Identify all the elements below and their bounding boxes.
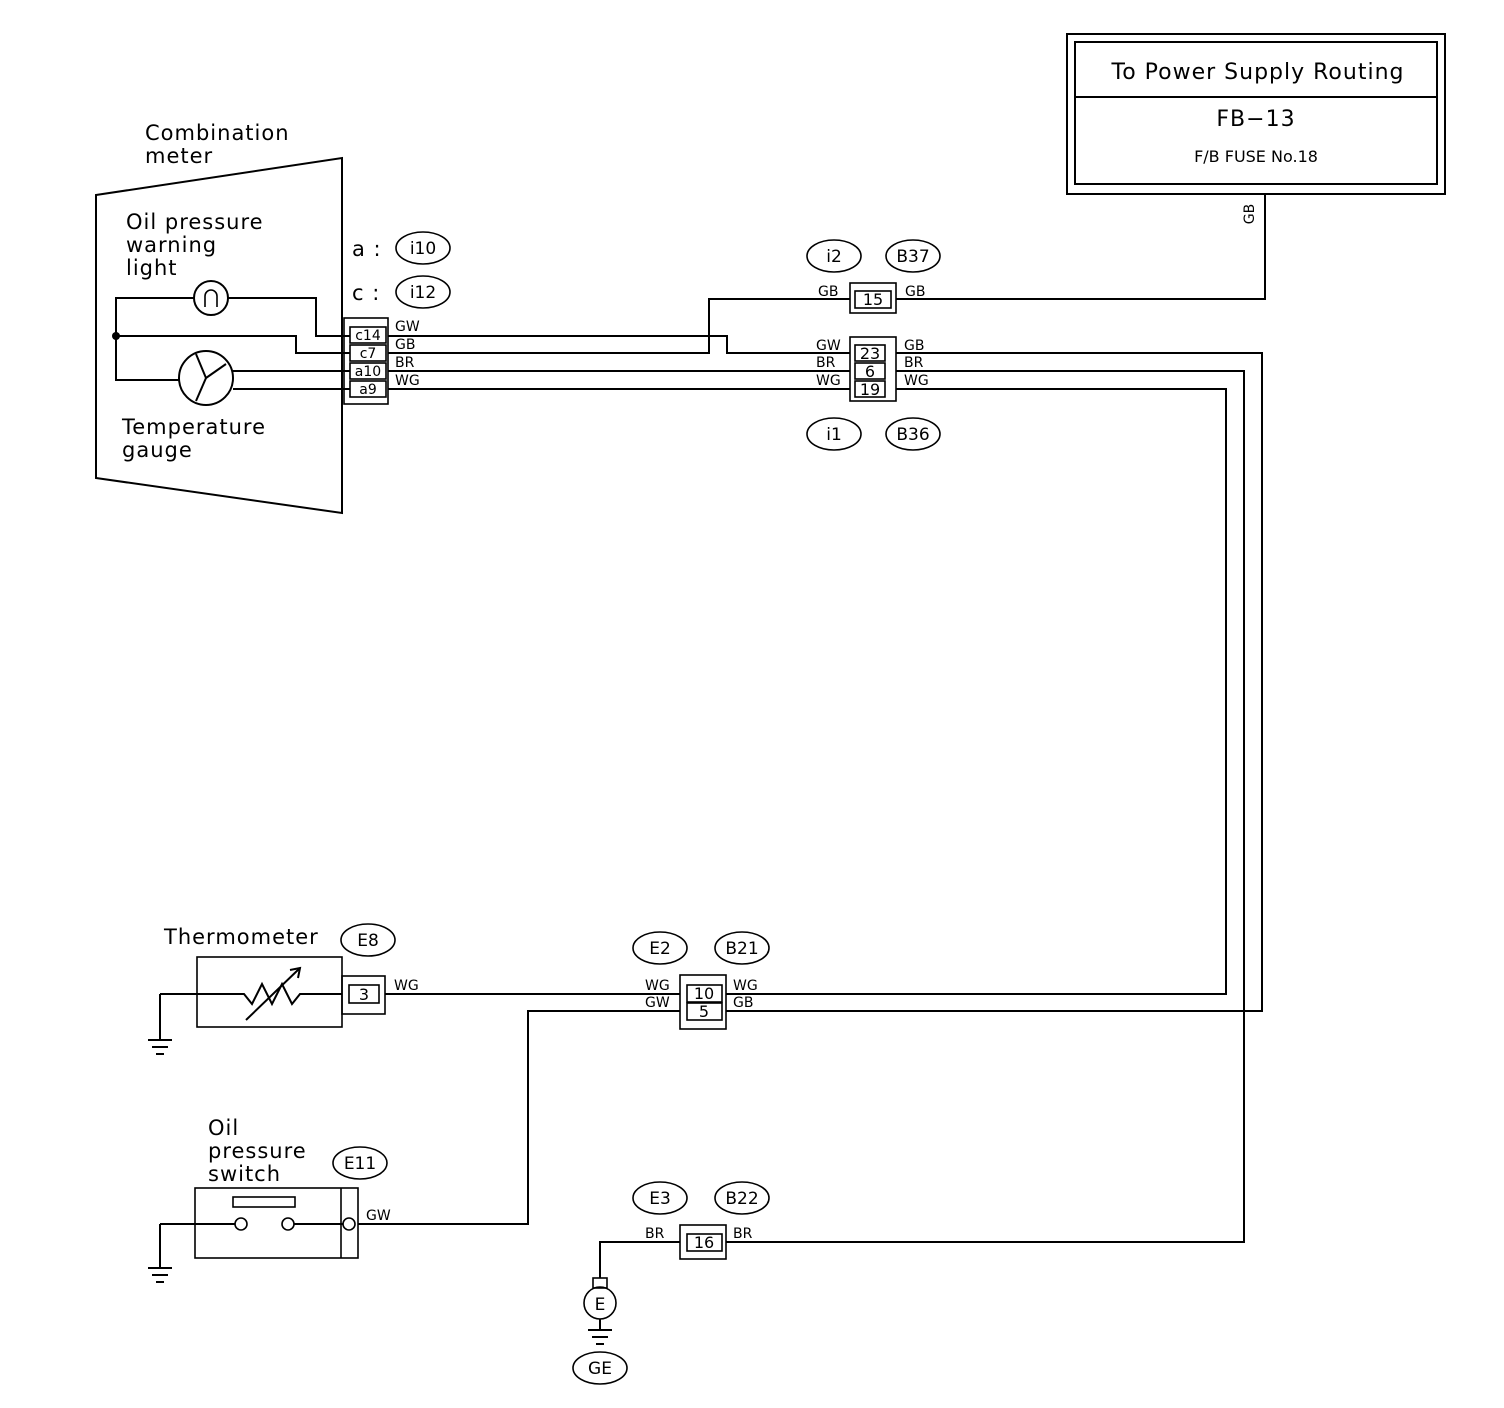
- temp-gauge-label-1: Temperature: [121, 415, 266, 439]
- conn-b36-wire-gb: GB: [904, 338, 924, 354]
- ground-id: GE: [588, 1359, 612, 1379]
- conn-b22-id: B22: [725, 1189, 758, 1209]
- power-box-fuse: F/B FUSE No.18: [1194, 147, 1318, 166]
- wire-harness: [358, 194, 1266, 1243]
- conn-e2-b21-pin-10: 10: [694, 984, 714, 1003]
- power-box-title: To Power Supply Routing: [1111, 60, 1405, 85]
- wire-gb-power: [896, 194, 1266, 300]
- thermometer-wire: WG: [394, 978, 419, 994]
- meter-pin-c7: c7: [360, 346, 377, 362]
- power-supply-box: To Power Supply Routing FB−13 F/B FUSE N…: [1066, 33, 1446, 224]
- meter-wire-gb: GB: [395, 337, 415, 353]
- conn-e2-wire-gw: GW: [645, 995, 670, 1011]
- oil-switch-wire: GW: [366, 1208, 391, 1224]
- conn-a-label: a :: [352, 237, 382, 261]
- meter-pin-a9: a9: [359, 382, 377, 398]
- oil-switch-label-2: pressure: [208, 1139, 307, 1163]
- conn-a-id-badge: i10: [395, 231, 451, 265]
- conn-c-id-badge: i12: [395, 275, 451, 309]
- oil-switch-id: E11: [344, 1154, 376, 1174]
- connector-e2-b21: E2 B21 10 5 WG GW WG GB: [632, 931, 770, 1030]
- conn-c-label: c :: [352, 281, 380, 305]
- conn-b36-wire-br: BR: [904, 355, 924, 371]
- meter-wire-wg: WG: [395, 373, 420, 389]
- connector-e3-b22: E3 B22 16 BR BR: [599, 1181, 770, 1278]
- conn-c-id: i12: [410, 283, 436, 303]
- power-box-wire-label: GB: [1242, 204, 1258, 224]
- wire-gw-meter-to-i1: [388, 335, 850, 354]
- conn-e3-id: E3: [649, 1189, 671, 1209]
- conn-i1-wire-gw: GW: [816, 338, 841, 354]
- conn-e3-b22-pin: 16: [694, 1233, 714, 1252]
- meter-internal-wiring: [112, 297, 350, 390]
- oil-switch-label-3: switch: [208, 1162, 281, 1186]
- temperature-gauge-icon: [178, 350, 234, 406]
- connector-i1-b36: 23 6 19 GW BR WG GB BR WG i1 B36: [806, 336, 941, 451]
- connector-i2-b37: i2 B37 15 GB GB: [806, 239, 941, 314]
- oil-light-label-2: warning: [126, 233, 217, 257]
- thermometer-ground-icon: [148, 994, 172, 1055]
- ground-terminal: E GE: [572, 1277, 628, 1385]
- conn-e2-b21-pin-5: 5: [699, 1002, 709, 1021]
- meter-wire-gw: GW: [395, 319, 420, 335]
- meter-pin-a10: a10: [355, 364, 381, 380]
- conn-b21-wire-gb: GB: [733, 995, 753, 1011]
- ground-icon: [588, 1319, 612, 1345]
- conn-i2-wire: GB: [818, 284, 838, 300]
- conn-i1-b36-pin-23: 23: [860, 344, 880, 363]
- power-box-code: FB−13: [1216, 107, 1295, 132]
- conn-b37-wire: GB: [905, 284, 925, 300]
- conn-i1-id: i1: [826, 425, 842, 445]
- pressure-switch-icon: [160, 1196, 356, 1231]
- meter-connector: c14 c7 a10 a9: [343, 317, 389, 405]
- wire-gw-switch-to-e2: [358, 1010, 680, 1225]
- temp-gauge-label-2: gauge: [122, 438, 193, 462]
- meter-pin-c14: c14: [355, 328, 381, 344]
- warning-lamp-icon: [193, 280, 229, 316]
- conn-i1-wire-br: BR: [816, 355, 836, 371]
- conn-e2-wire-wg: WG: [645, 978, 670, 994]
- conn-e3-wire: BR: [645, 1226, 665, 1242]
- conn-b21-id: B21: [725, 939, 758, 959]
- conn-i2-b37-pin: 15: [863, 290, 883, 309]
- wire-wg-b36-to-b21: [726, 388, 1227, 995]
- wire-gb-meter-to-i2: [388, 298, 850, 354]
- oil-switch-label-1: Oil: [208, 1116, 239, 1140]
- conn-e2-id: E2: [649, 939, 671, 959]
- conn-b37-id: B37: [896, 247, 929, 267]
- thermometer-label: Thermometer: [163, 925, 319, 949]
- conn-b36-id: B36: [896, 425, 929, 445]
- conn-b36-wire-wg: WG: [904, 373, 929, 389]
- meter-title-line2: meter: [145, 144, 213, 168]
- meter-title-line1: Combination: [145, 121, 290, 145]
- wire-gb-b36-to-b21: [726, 352, 1263, 1012]
- conn-b21-wire-wg: WG: [733, 978, 758, 994]
- conn-i1-wire-wg: WG: [816, 373, 841, 389]
- thermometer: Thermometer E8 3 WG: [148, 923, 419, 1055]
- conn-a-id: i10: [410, 239, 436, 259]
- oil-pressure-switch: Oil pressure switch E11 GW: [148, 1116, 391, 1283]
- conn-i1-b36-pin-19: 19: [860, 380, 880, 399]
- thermometer-pin: 3: [359, 985, 369, 1004]
- oil-light-label-1: Oil pressure: [126, 210, 264, 234]
- oil-light-label-3: light: [126, 256, 178, 280]
- thermistor-icon: [160, 966, 342, 1021]
- combination-meter: Combination meter Oil pressure warning l…: [95, 121, 451, 515]
- conn-i1-b36-pin-6: 6: [865, 362, 875, 381]
- conn-i2-id: i2: [826, 247, 842, 267]
- meter-wire-br: BR: [395, 355, 415, 371]
- wire-br-b36-to-b22: [726, 370, 1245, 1243]
- thermometer-id: E8: [357, 931, 379, 951]
- oil-switch-ground-icon: [148, 1224, 172, 1283]
- ground-symbol: E: [595, 1295, 606, 1315]
- conn-b22-wire: BR: [733, 1226, 753, 1242]
